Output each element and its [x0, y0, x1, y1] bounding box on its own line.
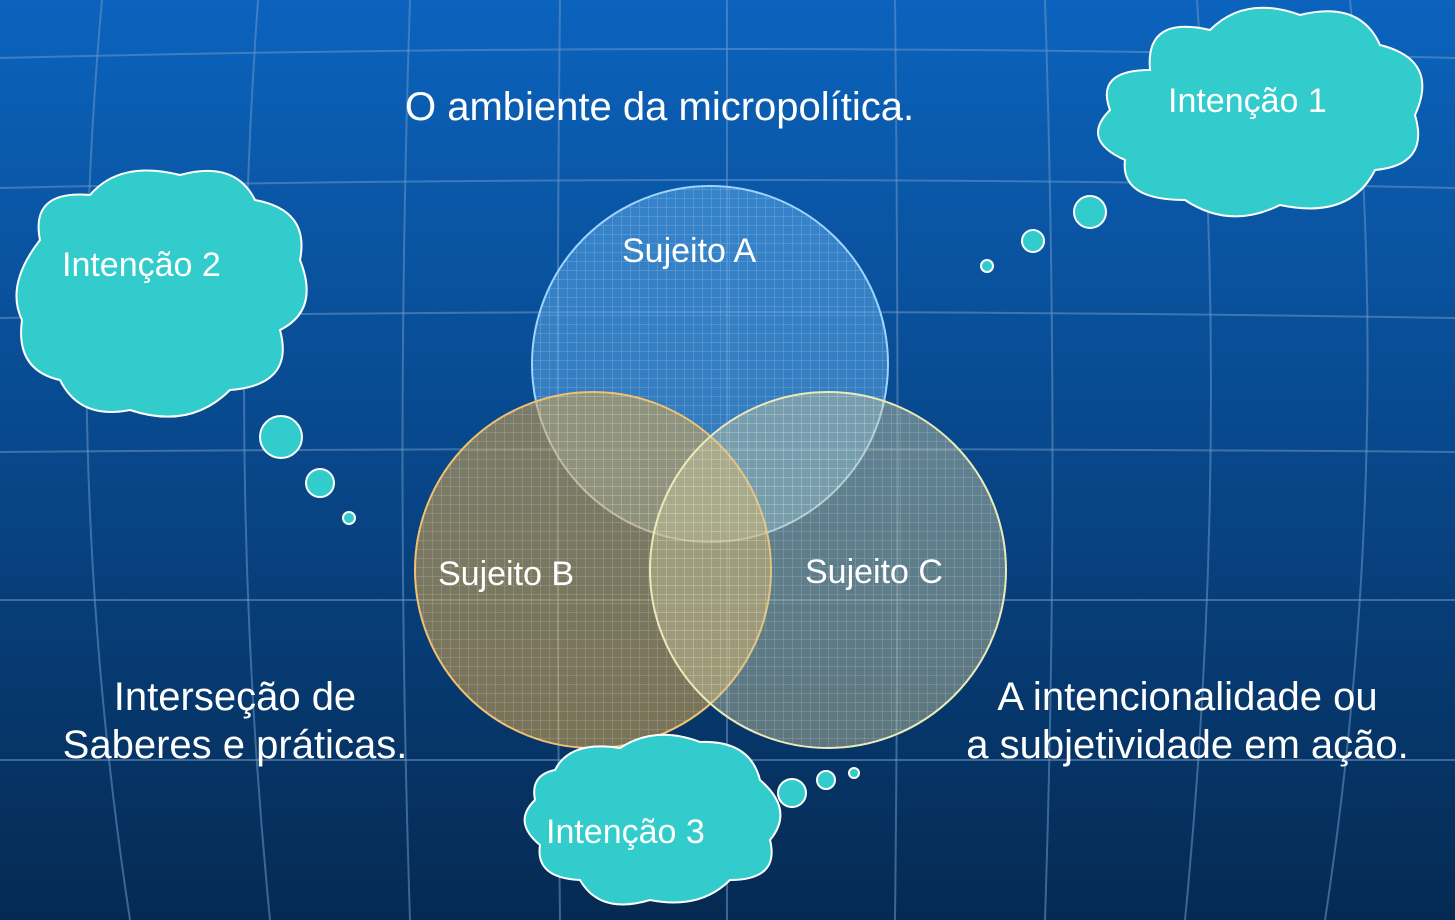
right-caption-line-2: a subjetividade em ação.: [966, 723, 1409, 767]
circle-sujeito-c-texture: [650, 392, 1006, 748]
thought-cloud-1: [980, 6, 1424, 273]
cloud-2-bubble-small: [342, 511, 356, 525]
slide-title: O ambiente da micropolítica.: [405, 85, 915, 129]
cloud-2-bubble-large: [259, 415, 303, 459]
cloud-1-bubble-large: [1073, 195, 1107, 229]
cloud-label-intencao-1: Intenção 1: [1168, 82, 1327, 120]
left-caption-line-2: Saberes e práticas.: [62, 723, 408, 767]
circle-label-sujeito-c: Sujeito C: [805, 553, 943, 591]
venn-diagram: [414, 185, 1007, 749]
cloud-2-bubble-medium: [305, 468, 335, 498]
thought-cloud-3: [523, 733, 860, 906]
cloud-3-bubble-small: [848, 767, 860, 779]
cloud-3-bubble-large: [777, 778, 807, 808]
right-caption: A intencionalidade ou a subjetividade em…: [920, 673, 1455, 769]
cloud-1-bubble-small: [980, 259, 994, 273]
left-caption-line-1: Interseção de: [113, 675, 357, 719]
circle-label-sujeito-b: Sujeito B: [438, 555, 575, 593]
thought-cloud-2: [15, 169, 356, 525]
left-caption: Interseção de Saberes e práticas.: [0, 673, 470, 769]
cloud-1-bubble-medium: [1021, 229, 1045, 253]
cloud-3-bubble-medium: [816, 770, 836, 790]
cloud-label-intencao-2: Intenção 2: [62, 246, 221, 284]
right-caption-line-1: A intencionalidade ou: [997, 675, 1378, 719]
cloud-label-intencao-3: Intenção 3: [546, 813, 705, 851]
circle-label-sujeito-a: Sujeito A: [622, 232, 757, 270]
